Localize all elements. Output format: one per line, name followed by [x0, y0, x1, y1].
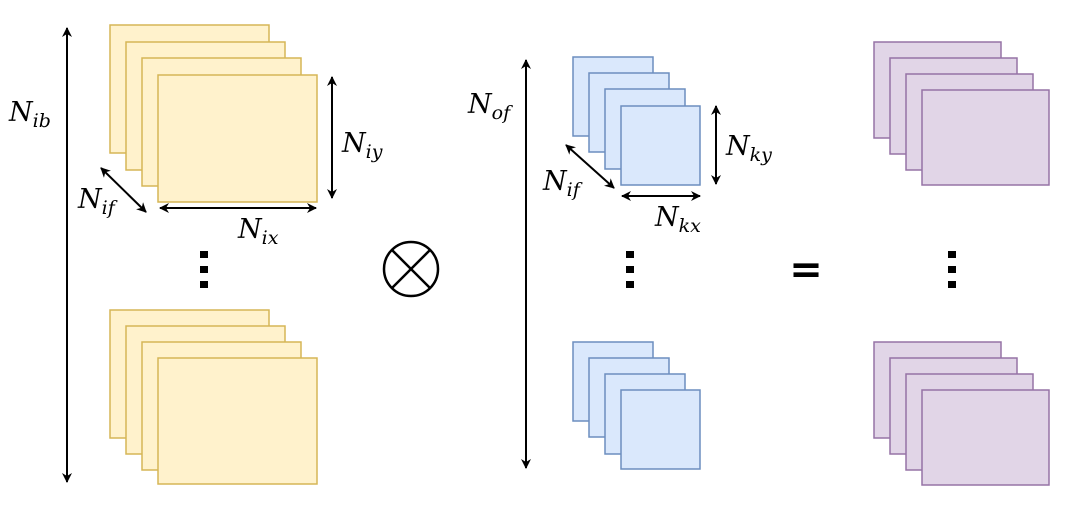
output-stack-bottom	[873, 341, 1050, 486]
n-kx-label: Nkx	[654, 202, 701, 237]
output-stack-top	[873, 41, 1050, 186]
input-stack-bottom	[109, 309, 318, 485]
n-iy-label: Niy	[341, 128, 383, 163]
n-if-kernel-arrow	[565, 144, 615, 189]
n-if-input-arrow	[100, 167, 147, 213]
input-map	[157, 357, 318, 485]
input-stack-top	[109, 24, 318, 203]
vertical-ellipsis-icon	[626, 251, 634, 288]
n-ky-label: Nky	[725, 131, 772, 166]
output-map	[921, 389, 1050, 486]
n-if-input-label: Nif	[77, 184, 118, 219]
vertical-ellipsis-icon	[948, 251, 956, 288]
equals-sign: =	[789, 247, 823, 293]
n-ib-label: Nib	[8, 97, 51, 132]
circled-times-icon	[382, 240, 440, 298]
n-of-label: Nof	[467, 89, 513, 124]
n-ix-label: Nix	[237, 214, 279, 249]
kernel-map	[620, 389, 701, 470]
kernel-stack-bottom	[572, 341, 701, 470]
input-map	[157, 74, 318, 203]
n-if-kernel-label: Nif	[542, 166, 583, 201]
output-map	[921, 89, 1050, 186]
kernel-stack-top	[572, 56, 701, 186]
vertical-ellipsis-icon	[200, 251, 208, 288]
kernel-map	[620, 105, 701, 186]
